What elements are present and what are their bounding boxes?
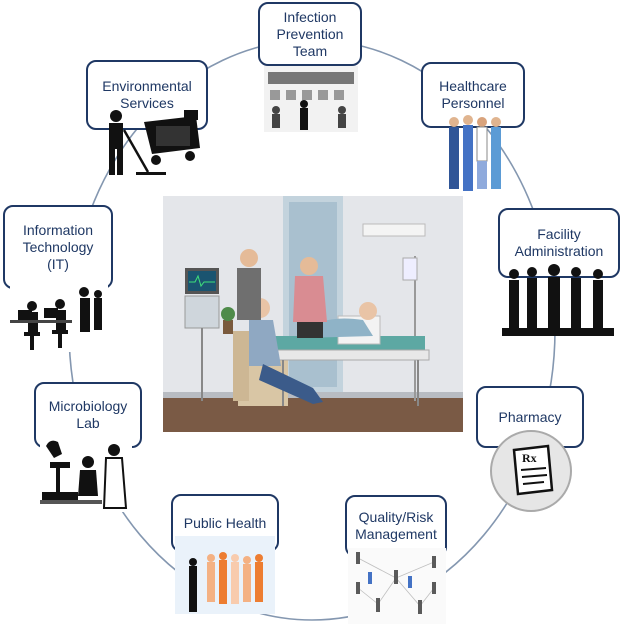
hospital-room-scene — [163, 196, 463, 432]
janitor-cart-icon — [96, 108, 204, 180]
node-label-box: Quality/Risk Management — [345, 495, 447, 557]
node-label-box: Infection Prevention Team — [258, 2, 362, 66]
node-label-box: Information Technology (IT) — [3, 205, 113, 289]
hospital-room-scene-icon — [163, 196, 463, 432]
svg-text:Rx: Rx — [522, 451, 537, 465]
node-label-box: Facility Administration — [498, 208, 620, 278]
medical-staff-icon — [444, 112, 506, 194]
microscope-lab-icon — [40, 432, 132, 512]
prescription-icon: Rx — [488, 428, 574, 514]
crowd-icon — [175, 536, 275, 614]
network-people-icon — [348, 548, 446, 624]
business-people-icon — [502, 264, 614, 336]
node-label-box: Healthcare Personnel — [421, 62, 525, 128]
computer-workers-icon — [10, 276, 108, 352]
conference-room-icon — [264, 66, 358, 132]
